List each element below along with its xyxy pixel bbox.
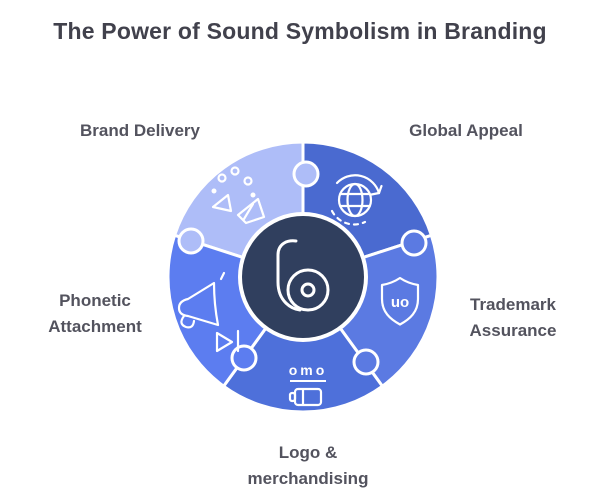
label-line: Global Appeal [409,121,523,140]
label-line: Attachment [48,317,142,336]
label-top-left: Brand Delivery [55,118,225,144]
wedge-bottom [222,275,384,414]
knob-top [292,160,320,188]
label-right: Trademark Assurance [438,292,588,344]
label-left: Phonetic Attachment [15,288,175,340]
globe-refresh-icon [330,174,383,226]
megaphone-play-icon [177,271,240,353]
knob-upper-left [177,227,205,255]
center-circle [242,216,364,338]
logo-card-icon: omo [289,362,328,407]
puzzle-knobs [177,160,428,376]
label-line: Assurance [469,321,557,340]
knob-upper-right [400,229,428,257]
label-line: Logo & [278,443,338,462]
shield-icon: uo [380,276,420,326]
label-line: Brand Delivery [80,121,200,140]
label-top-right: Global Appeal [381,118,551,144]
confetti-icon [211,166,266,225]
label-line: Trademark [470,295,556,314]
infographic-title: The Power of Sound Symbolism in Branding [53,18,547,44]
knob-lower-right [352,348,380,376]
logo-placeholder-text: omo [289,362,328,378]
label-line: Phonetic [59,291,131,310]
brand-b-logo-icon [276,239,330,312]
label-bottom: Logo & merchandising [223,440,393,492]
shield-letters: uo [391,294,409,311]
label-line: merchandising [247,469,369,488]
knob-lower-left [230,344,258,372]
